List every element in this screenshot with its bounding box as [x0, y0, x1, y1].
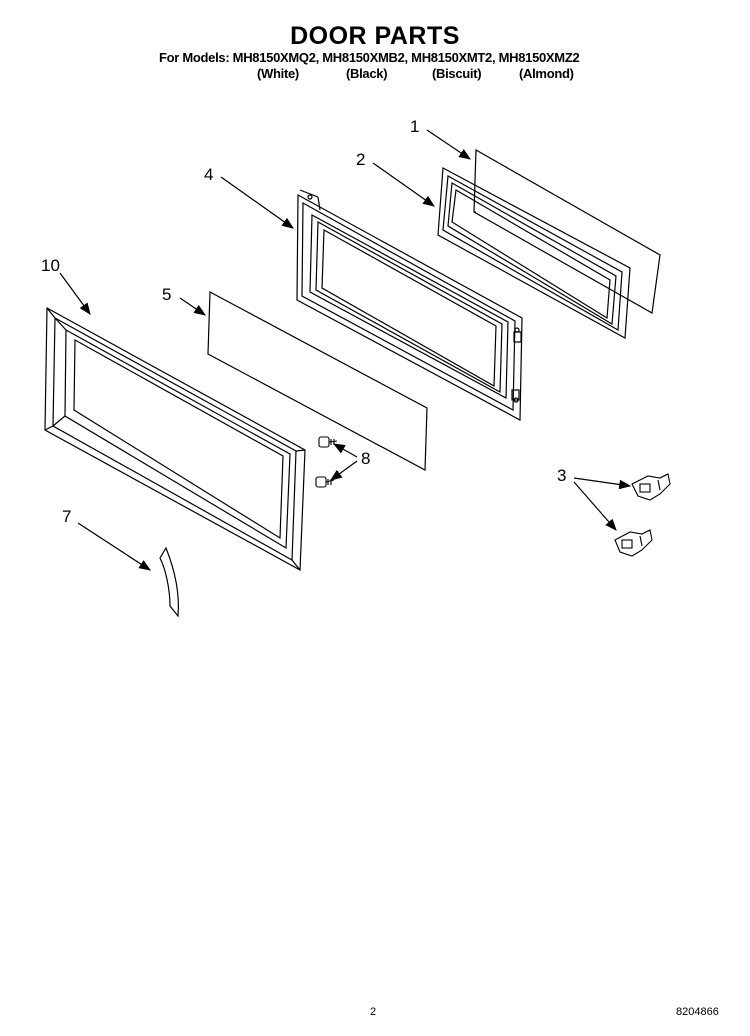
callout-1: 1 [410, 117, 420, 136]
color-biscuit: (Biscuit) [432, 66, 482, 81]
part-2-gasket [437, 167, 631, 339]
part-1-sheet [473, 148, 661, 314]
part-4-inner-frame [296, 189, 523, 421]
color-black: (Black) [346, 66, 388, 81]
callout-5: 5 [162, 285, 172, 304]
part-10-outer-door [44, 306, 306, 571]
callout-7: 7 [62, 507, 72, 526]
callout-3: 3 [557, 466, 567, 485]
leader-lines [59, 129, 632, 571]
doc-number: 8204866 [676, 1006, 719, 1018]
callout-4: 4 [204, 165, 214, 184]
callout-8: 8 [361, 449, 371, 468]
callout-10: 10 [41, 256, 60, 275]
page-title: DOOR PARTS [290, 22, 460, 50]
color-almond: (Almond) [519, 66, 574, 81]
part-5-window-panel [207, 291, 428, 471]
color-white: (White) [257, 66, 299, 81]
part-8-screw-top [318, 436, 338, 448]
models-line: For Models: MH8150XMQ2, MH8150XMB2, MH81… [159, 50, 580, 65]
part-3-latch-top [631, 473, 671, 501]
callout-2: 2 [356, 150, 366, 169]
part-7-handle [159, 546, 179, 618]
part-8-screw-bottom [315, 476, 335, 488]
page-number: 2 [370, 1006, 377, 1018]
part-3-latch-bottom [614, 529, 653, 557]
